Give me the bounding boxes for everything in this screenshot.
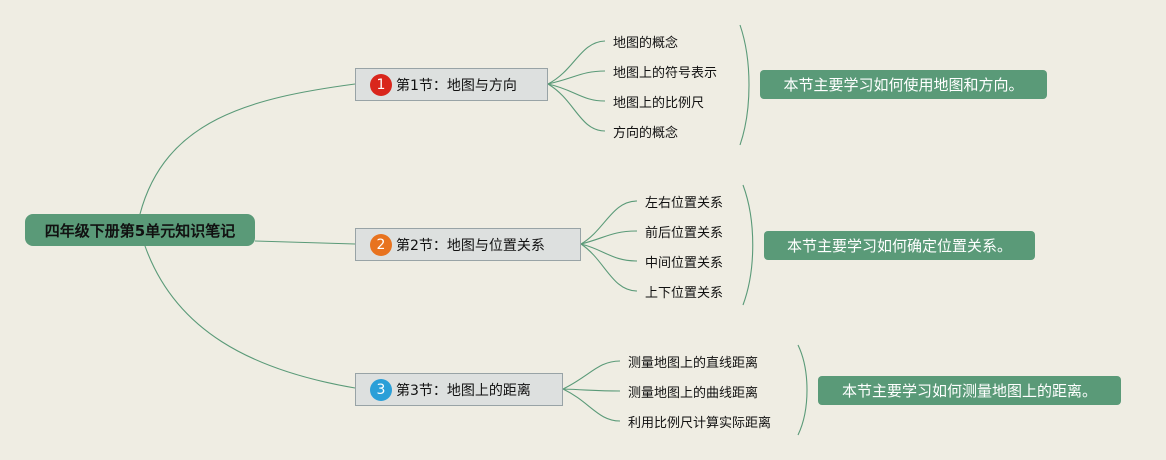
summary-3[interactable]: 本节主要学习如何测量地图上的距离。 xyxy=(818,376,1121,405)
topic-s1-2[interactable]: 地图上的符号表示 xyxy=(613,66,718,81)
topic-s3-2[interactable]: 测量地图上的曲线距离 xyxy=(628,386,759,401)
topic-s1-3[interactable]: 地图上的比例尺 xyxy=(613,96,705,111)
topic-s1-1[interactable]: 地图的概念 xyxy=(613,36,679,51)
section-badge-3: 3 xyxy=(370,378,392,401)
summary-2[interactable]: 本节主要学习如何确定位置关系。 xyxy=(764,231,1035,260)
connector-root-section-2 xyxy=(254,240,356,245)
summary-text-3: 本节主要学习如何测量地图上的距离。 xyxy=(841,382,1097,400)
bracket-2 xyxy=(742,184,754,306)
topic-s2-2[interactable]: 前后位置关系 xyxy=(645,226,724,241)
connector-root-section-3 xyxy=(144,245,356,389)
connector-root-section-1 xyxy=(139,83,356,215)
root-label: 四年级下册第5单元知识笔记 xyxy=(44,221,236,240)
root-node[interactable]: 四年级下册第5单元知识笔记 xyxy=(25,214,255,246)
topic-s2-4[interactable]: 上下位置关系 xyxy=(645,286,724,301)
section-title-2: 第2节：地图与位置关系 xyxy=(396,237,545,254)
summary-text-1: 本节主要学习如何使用地图和方向。 xyxy=(783,76,1024,94)
connector-s1-topic-1 xyxy=(547,40,606,85)
topic-s1-4[interactable]: 方向的概念 xyxy=(613,126,679,141)
connector-s1-topic-2 xyxy=(547,70,606,85)
section-title-1: 第1节：地图与方向 xyxy=(396,77,517,94)
summary-text-2: 本节主要学习如何确定位置关系。 xyxy=(786,237,1012,255)
connector-s3-topic-2 xyxy=(562,388,621,392)
connector-s2-topic-4 xyxy=(580,243,638,292)
section-badge-2: 2 xyxy=(370,233,392,256)
connector-s1-topic-4 xyxy=(547,83,606,132)
section-node-2[interactable]: 2 第2节：地图与位置关系 xyxy=(355,228,581,261)
connector-s3-topic-3 xyxy=(562,388,621,422)
connector-s2-topic-2 xyxy=(580,230,638,245)
section-node-3[interactable]: 3 第3节：地图上的距离 xyxy=(355,373,563,406)
connector-s1-topic-3 xyxy=(547,83,606,102)
section-title-3: 第3节：地图上的距离 xyxy=(396,382,531,399)
connector-s2-topic-1 xyxy=(580,200,638,245)
topic-s2-3[interactable]: 中间位置关系 xyxy=(645,256,724,271)
summary-1[interactable]: 本节主要学习如何使用地图和方向。 xyxy=(760,70,1047,99)
connector-s2-topic-3 xyxy=(580,243,638,262)
bracket-3 xyxy=(797,344,808,436)
topic-s2-1[interactable]: 左右位置关系 xyxy=(645,196,724,211)
connector-s3-topic-1 xyxy=(562,360,621,390)
topic-s3-3[interactable]: 利用比例尺计算实际距离 xyxy=(628,416,772,431)
section-node-1[interactable]: 1 第1节：地图与方向 xyxy=(355,68,548,101)
bracket-1 xyxy=(739,24,750,146)
section-badge-1: 1 xyxy=(370,73,392,96)
topic-s3-1[interactable]: 测量地图上的直线距离 xyxy=(628,356,759,371)
